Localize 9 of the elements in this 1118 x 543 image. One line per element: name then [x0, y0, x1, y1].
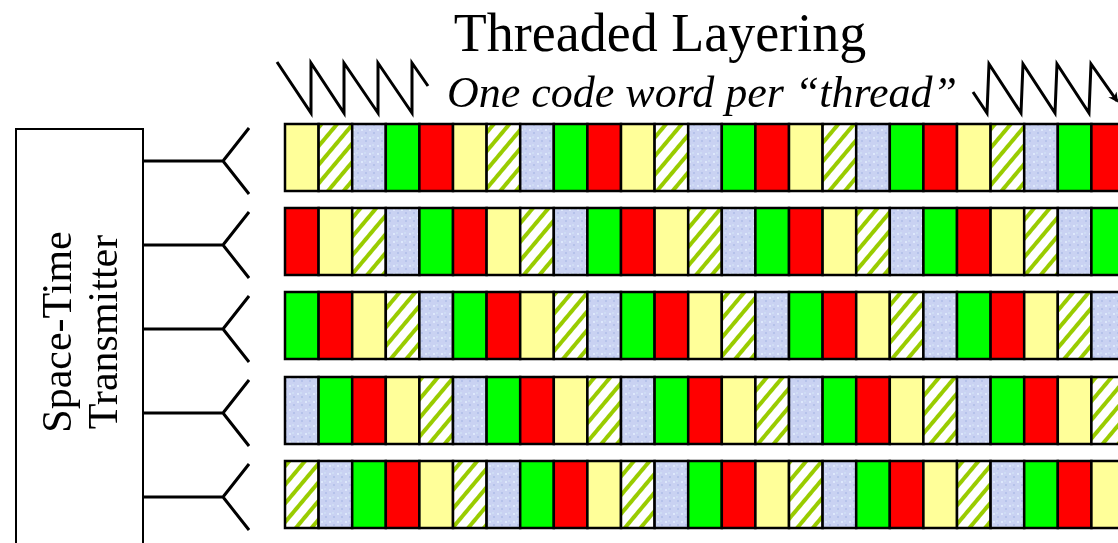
transmitter-label: Space-Time Transmitter	[33, 230, 126, 435]
connector-line	[144, 411, 222, 415]
transmitter-box	[15, 128, 144, 543]
connector-line	[144, 495, 222, 499]
connector-line	[144, 159, 222, 163]
diagram-title: Threaded Layering	[452, 3, 868, 63]
subtitle-text: One code word per “thread”	[445, 68, 958, 118]
connector-line	[144, 243, 222, 247]
connector-line	[144, 327, 222, 331]
